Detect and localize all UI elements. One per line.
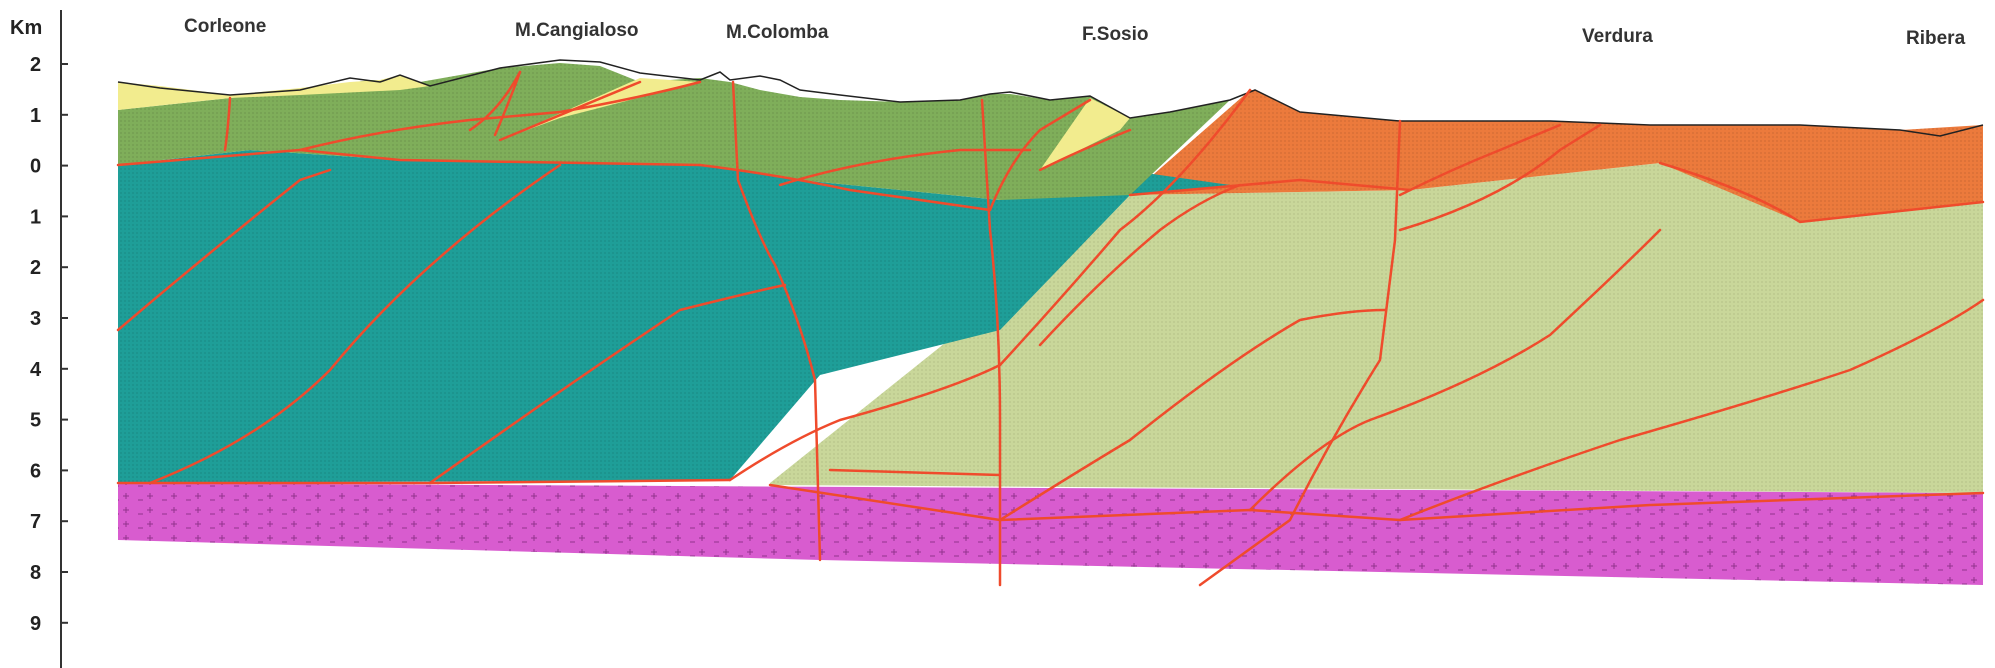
axis-tick-label: 2 (30, 54, 41, 76)
axis-tick-label: 9 (30, 613, 41, 635)
axis-tick-label: 1 (30, 206, 41, 228)
place-label-ribera: Ribera (1906, 28, 1966, 49)
basement-pattern (118, 483, 1983, 585)
axis-tick-label: 0 (30, 156, 41, 178)
axis-tick-label: 7 (30, 511, 41, 533)
axis-tick-label: 3 (30, 308, 41, 330)
units (118, 60, 1983, 585)
place-labels: Corleone M.Cangialoso M.Colomba F.Sosio … (184, 16, 1966, 49)
axis-tick-label: 5 (30, 410, 41, 432)
axis-ticks: 2 1 0 1 2 3 4 5 6 7 8 9 (30, 54, 68, 635)
axis-tick-label: 8 (30, 562, 41, 584)
axis-unit-label: Km (10, 17, 42, 39)
place-label-verdura: Verdura (1582, 26, 1653, 47)
depth-axis: Km 2 1 0 1 2 3 4 5 6 7 8 9 (10, 10, 68, 668)
axis-tick-label: 4 (30, 359, 42, 381)
place-label-f-sosio: F.Sosio (1082, 24, 1149, 45)
place-label-m-colomba: M.Colomba (726, 22, 829, 43)
axis-tick-label: 1 (30, 105, 41, 127)
place-label-m-cangialoso: M.Cangialoso (515, 20, 639, 41)
place-label-corleone: Corleone (184, 16, 266, 37)
axis-tick-label: 2 (30, 257, 41, 279)
axis-tick-label: 6 (30, 460, 41, 482)
